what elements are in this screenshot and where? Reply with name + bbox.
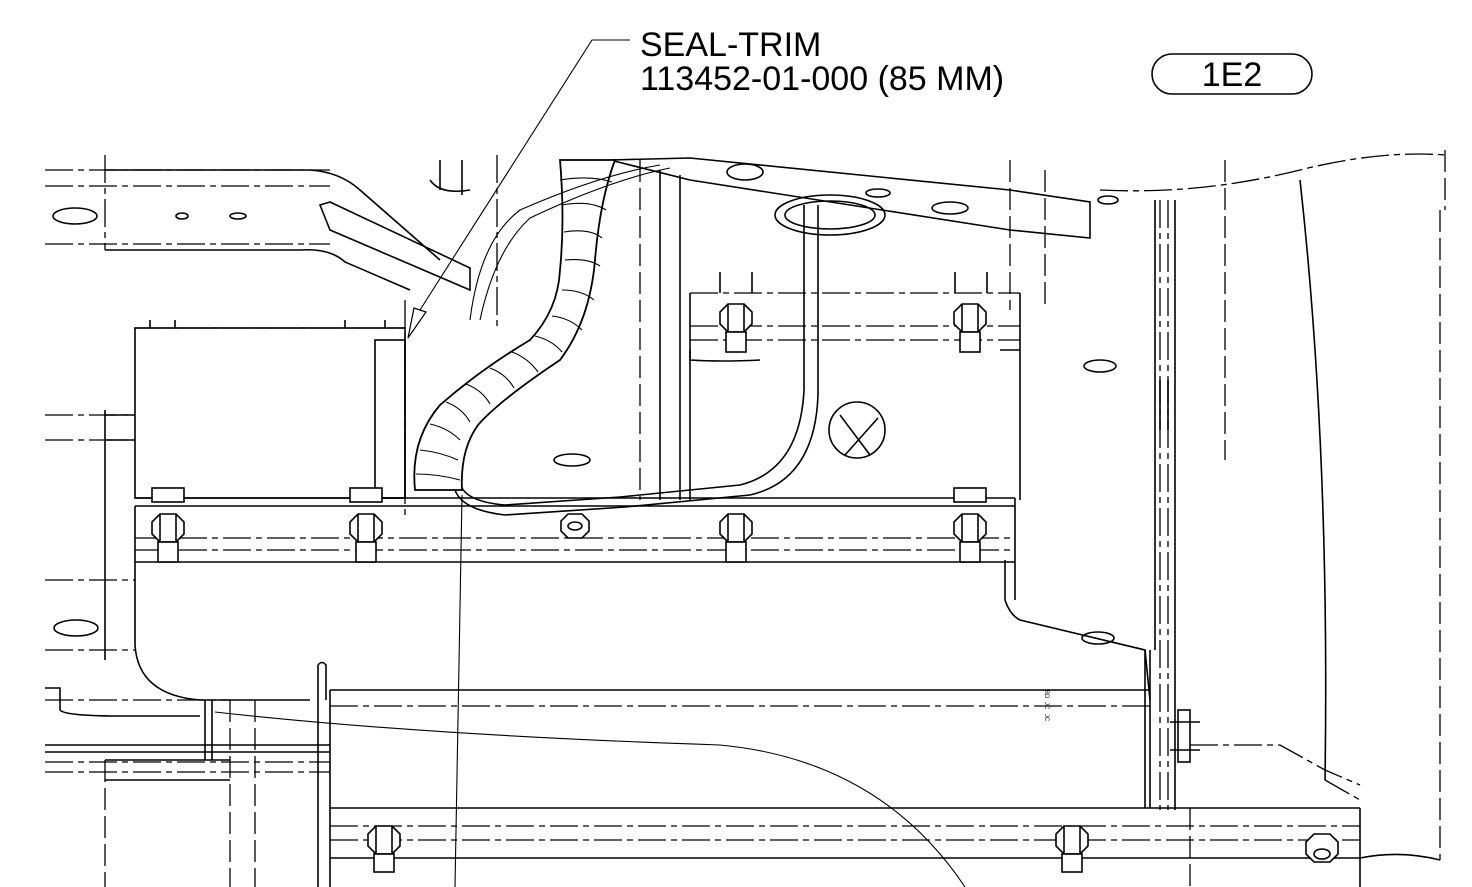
main-flange <box>134 497 1151 701</box>
left-mount-block <box>45 300 406 660</box>
micro-marking: BD <box>1043 690 1049 699</box>
lower-frame-assembly: BD JC JC <box>45 579 1441 887</box>
micro-marking: JC <box>1043 702 1049 710</box>
hex-nut-icon <box>1305 833 1339 863</box>
hex-bolt-icon <box>953 487 987 563</box>
reference-tag-bubble <box>1151 53 1313 95</box>
wire-harness <box>214 164 966 887</box>
hex-bolt-icon <box>953 303 987 353</box>
upper-frame-rail <box>45 155 498 330</box>
callout-part-number: 113452-01-000 (85 MM) <box>640 60 1004 98</box>
hex-bolt-icon <box>1055 825 1089 873</box>
flange-bolts <box>151 487 987 563</box>
wrapped-hose <box>413 159 617 491</box>
upper-bracket-bolts <box>719 303 987 353</box>
hex-bolt-icon <box>151 487 185 563</box>
hex-nut-icon <box>560 513 590 539</box>
hex-bolt-icon <box>367 825 401 873</box>
micro-marking: JC <box>1043 714 1049 722</box>
leader-arrowhead <box>407 307 427 339</box>
hex-bolt-icon <box>349 487 383 563</box>
hex-bolt-icon <box>719 303 753 353</box>
reference-tag-label: 1E2 <box>1202 56 1263 94</box>
hex-bolt-icon <box>719 513 753 563</box>
right-side-panel <box>1154 160 1441 860</box>
callout-leader-line <box>419 39 630 311</box>
upper-right-mount-bracket <box>553 160 1117 500</box>
seal-trim-callout: SEAL-TRIM 113452-01-000 (85 MM) 1E2 <box>407 26 1313 339</box>
top-bracket-plate <box>609 150 1446 310</box>
lower-bolts <box>367 825 1339 873</box>
callout-part-name: SEAL-TRIM <box>640 26 821 64</box>
